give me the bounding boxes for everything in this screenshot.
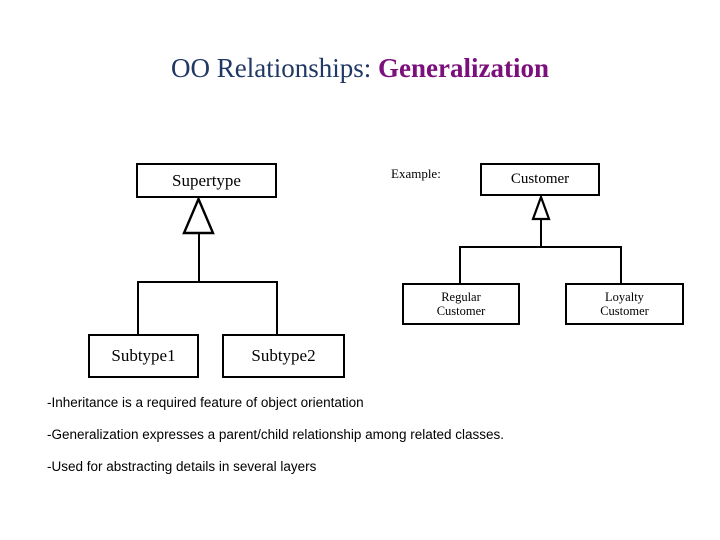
page-title-accent: Generalization — [378, 53, 549, 83]
class-box-regular-customer-line1: Regular — [441, 289, 481, 304]
class-box-loyalty-customer-label: Loyalty Customer — [600, 290, 649, 319]
connector-customer-subtype-bar — [459, 246, 622, 248]
connector-customer-stem — [540, 219, 542, 248]
class-box-loyalty-customer[interactable]: Loyalty Customer — [565, 283, 684, 325]
connector-supertype-stem — [198, 233, 200, 282]
class-box-supertype[interactable]: Supertype — [136, 163, 277, 198]
class-box-subtype1-label: Subtype1 — [111, 346, 176, 366]
class-box-subtype1[interactable]: Subtype1 — [88, 334, 199, 378]
class-box-subtype2-label: Subtype2 — [251, 346, 316, 366]
notes-list: -Inheritance is a required feature of ob… — [47, 395, 697, 491]
connector-drop-loyalty-customer — [620, 246, 622, 284]
generalization-triangle-icon-left — [182, 197, 215, 235]
class-box-regular-customer-line2: Customer — [436, 304, 486, 318]
generalization-triangle-icon-right — [531, 195, 551, 221]
note-line-3: -Used for abstracting details in several… — [47, 459, 317, 474]
class-box-subtype2[interactable]: Subtype2 — [222, 334, 345, 378]
class-box-supertype-label: Supertype — [172, 170, 241, 190]
page-title-main: OO Relationships: — [171, 53, 379, 83]
class-box-loyalty-customer-line1: Loyalty — [605, 289, 644, 304]
connector-drop-regular-customer — [459, 246, 461, 284]
connector-subtype-bar — [137, 281, 278, 283]
note-line-2: -Generalization expresses a parent/child… — [47, 427, 504, 442]
example-caption: Example: — [391, 166, 441, 181]
connector-drop-subtype2 — [276, 281, 278, 335]
note-line-1: -Inheritance is a required feature of ob… — [47, 395, 364, 410]
class-box-customer-label: Customer — [510, 170, 570, 187]
page-title: OO Relationships: Generalization — [0, 52, 720, 84]
class-box-regular-customer-label: Regular Customer — [437, 290, 486, 319]
class-box-customer[interactable]: Customer — [480, 163, 600, 196]
connector-drop-subtype1 — [137, 281, 139, 335]
class-box-regular-customer[interactable]: Regular Customer — [402, 283, 520, 325]
class-box-loyalty-customer-line2: Customer — [600, 304, 649, 318]
